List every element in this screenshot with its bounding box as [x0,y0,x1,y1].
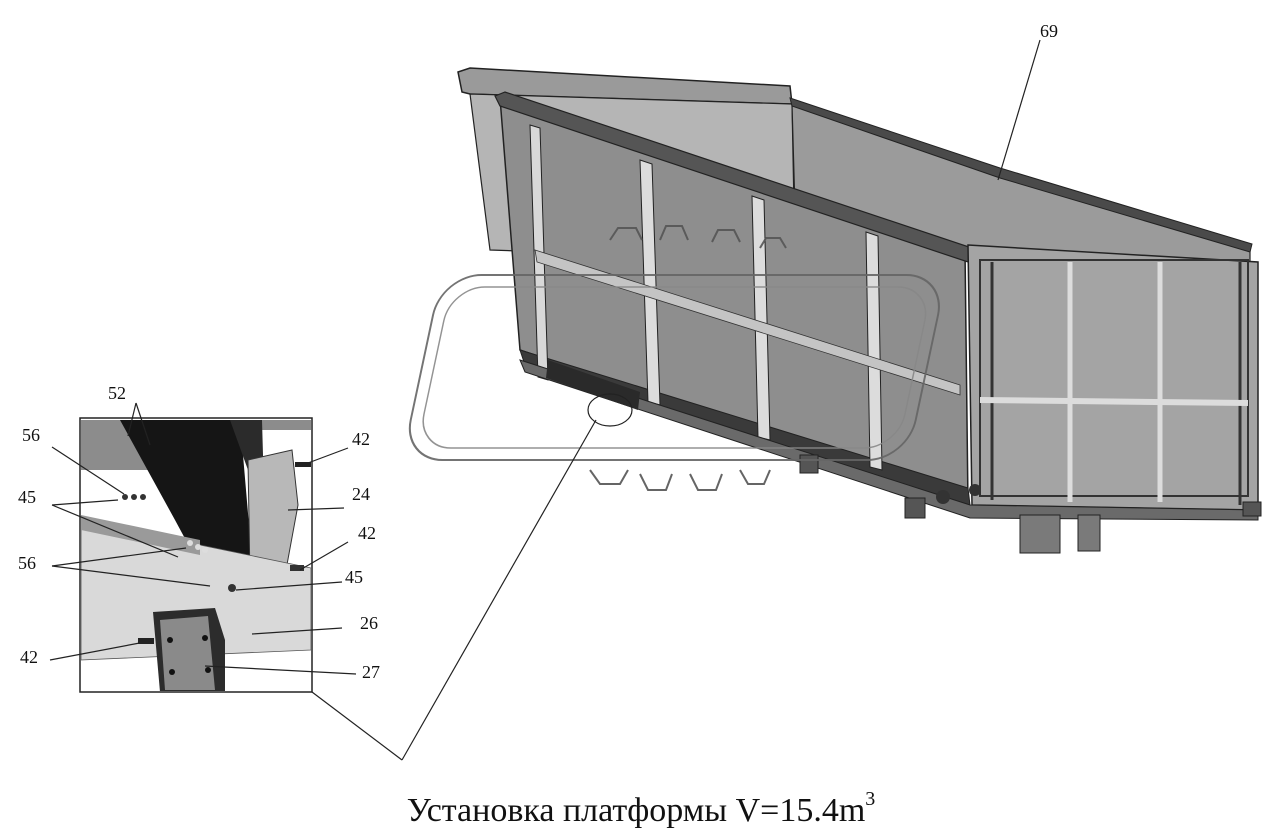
dump-body [457,67,1262,554]
caption-text: Установка платформы V=15.4m [406,792,866,829]
callout-56-left: 56 [18,553,36,573]
callout-45-left: 45 [18,487,36,507]
callout-27: 27 [362,662,380,682]
detail-inset [79,417,313,693]
watermark-logo [408,225,940,491]
callout-42-top: 42 [352,429,370,449]
callout-45-right: 45 [345,567,363,587]
callout-42-mid: 42 [358,523,376,543]
callout-52: 52 [108,383,126,403]
callout-69: 69 [1040,21,1058,41]
figure-caption: Установка платформы V=15.4m3 [0,788,1282,830]
leader-lines [49,39,1041,761]
callout-42-bottom: 42 [20,647,38,667]
caption-superscript: 3 [865,788,876,810]
callout-26: 26 [360,613,378,633]
callout-56-top: 56 [22,425,40,445]
callout-24: 24 [352,484,370,504]
